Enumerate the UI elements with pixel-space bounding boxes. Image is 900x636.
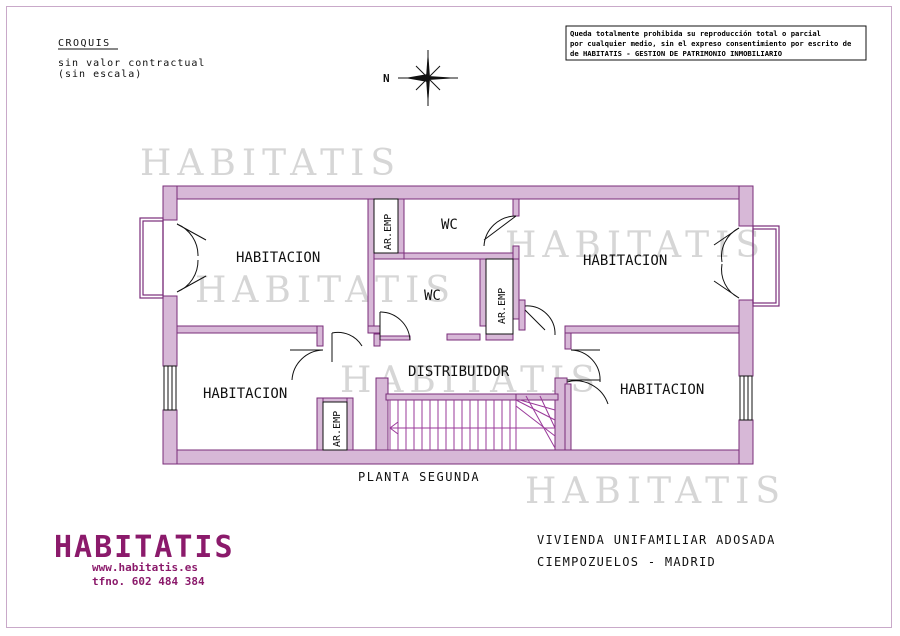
floor-plan [139,185,780,465]
croquis-label: CROQUIS [58,38,111,49]
interior-walls [316,198,572,451]
closet-label-top: AR.EMP [383,214,394,250]
plan-title: PLANTA SEGUNDA [358,470,480,484]
closet-label-bottom: AR.EMP [332,411,343,447]
balconies [139,217,780,307]
watermark-5: HABITATIS [525,471,786,512]
room-wc-mid: WC [424,288,441,304]
watermark-3: HABITATIS [195,270,456,311]
legal-line-2: por cualquier medio, sin el expreso cons… [570,39,852,48]
property-location: CIEMPOZUELOS - MADRID [537,555,716,569]
legal-line-3: de HABITATIS - GESTION DE PATRIMONIO INM… [570,49,782,58]
outer-walls [162,185,754,465]
property-type: VIVIENDA UNIFAMILIAR ADOSADA [537,533,776,547]
scale-note-2: (sin escala) [58,69,142,80]
room-habitacion-nw: HABITACION [236,250,320,266]
logo-phone: tfno. 602 484 384 [92,575,205,588]
staircase [389,395,556,450]
closets [322,198,514,451]
page-frame [6,6,892,628]
closet-label-mid: AR.EMP [497,288,508,324]
habitatis-logo: HABITATIS [54,530,235,565]
scale-note-1: sin valor contractual [58,58,205,69]
room-distribuidor: DISTRIBUIDOR [408,364,510,380]
door-swings [176,215,740,405]
legal-line-1: Queda totalmente prohibida su reproducci… [570,29,821,38]
north-label: N [383,72,390,85]
room-wc-top: WC [441,217,458,233]
north-arrow-icon [398,50,458,106]
room-habitacion-se: HABITACION [620,382,704,398]
watermark-2: HABITATIS [505,225,766,266]
logo-website: www.habitatis.es [92,561,198,574]
room-habitacion-sw: HABITACION [203,386,287,402]
windows [163,365,753,421]
room-habitacion-ne: HABITACION [583,253,667,269]
watermark-1: HABITATIS [140,143,401,184]
